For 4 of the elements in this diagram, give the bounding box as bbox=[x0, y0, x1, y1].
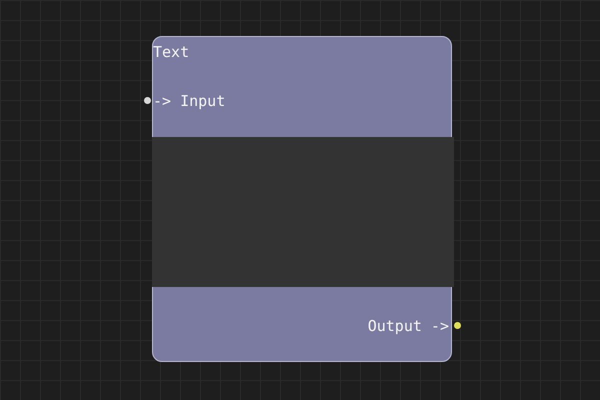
input-port-label: -> Input bbox=[153, 92, 226, 110]
node-title: Text bbox=[153, 43, 190, 61]
output-port-label: Output -> bbox=[368, 317, 449, 335]
content-panel bbox=[152, 137, 454, 287]
